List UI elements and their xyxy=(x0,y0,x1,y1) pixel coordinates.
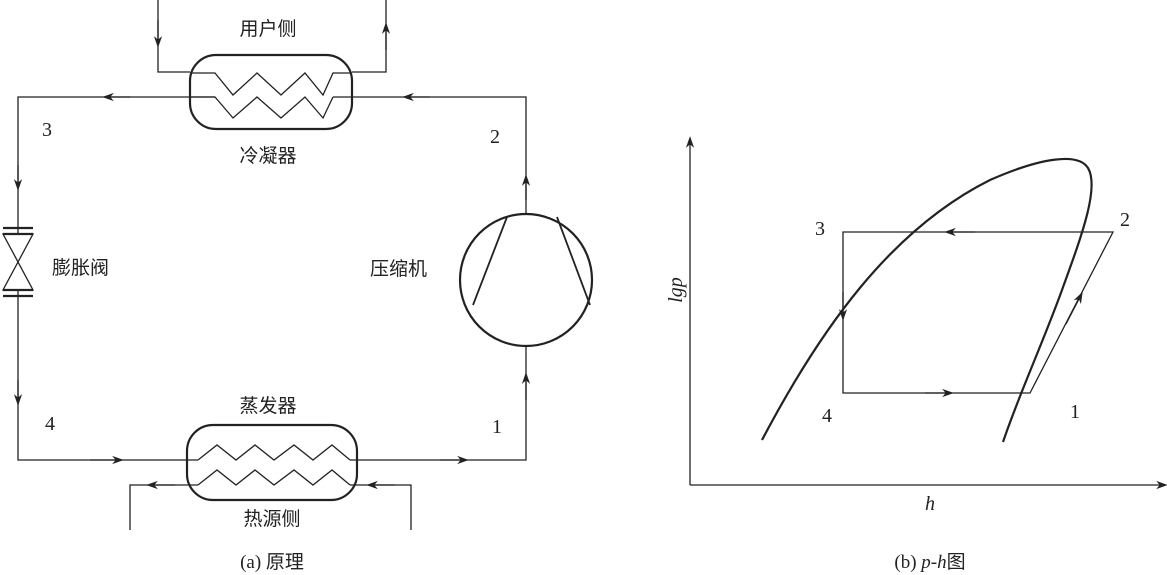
ph-point-3-label: 3 xyxy=(815,218,825,240)
y-axis-label: lgp xyxy=(665,277,687,303)
refrigerant-loop xyxy=(13,92,531,465)
point-1-label: 1 xyxy=(492,416,502,438)
expansion-valve-label: 膨胀阀 xyxy=(52,257,109,279)
point-2-label: 2 xyxy=(490,126,500,148)
condenser-label: 冷凝器 xyxy=(239,145,296,167)
user-side-label: 用户侧 xyxy=(239,18,296,40)
ph-point-4-label: 4 xyxy=(822,405,832,427)
heat-source-side-label: 热源侧 xyxy=(243,508,300,530)
compressor-label: 压缩机 xyxy=(370,258,427,280)
condenser xyxy=(188,53,354,131)
point-4-label: 4 xyxy=(45,413,55,435)
evaporator xyxy=(185,423,359,502)
cycle-path xyxy=(838,227,1115,398)
ph-diagram: lgp h 3 2 4 1 (b) p-h图 xyxy=(665,136,1167,573)
heat-source-pipes xyxy=(129,480,412,530)
caption-a: (a) 原理 xyxy=(240,552,304,573)
caption-b: (b) p-h图 xyxy=(894,552,965,573)
point-3-label: 3 xyxy=(42,119,52,141)
expansion-valve-symbol xyxy=(1,226,35,298)
user-side-pipes xyxy=(153,0,391,73)
ph-point-1-label: 1 xyxy=(1070,401,1080,423)
x-axis-label: h xyxy=(925,493,935,515)
saturation-dome xyxy=(761,157,1093,443)
evaporator-label: 蒸发器 xyxy=(239,395,296,417)
principle-diagram: 用户侧 冷凝器 膨胀阀 压缩机 蒸发器 热源侧 3 2 4 1 (a) 原理 xyxy=(1,0,594,573)
compressor-symbol xyxy=(458,212,594,348)
ph-point-2-label: 2 xyxy=(1120,209,1130,231)
